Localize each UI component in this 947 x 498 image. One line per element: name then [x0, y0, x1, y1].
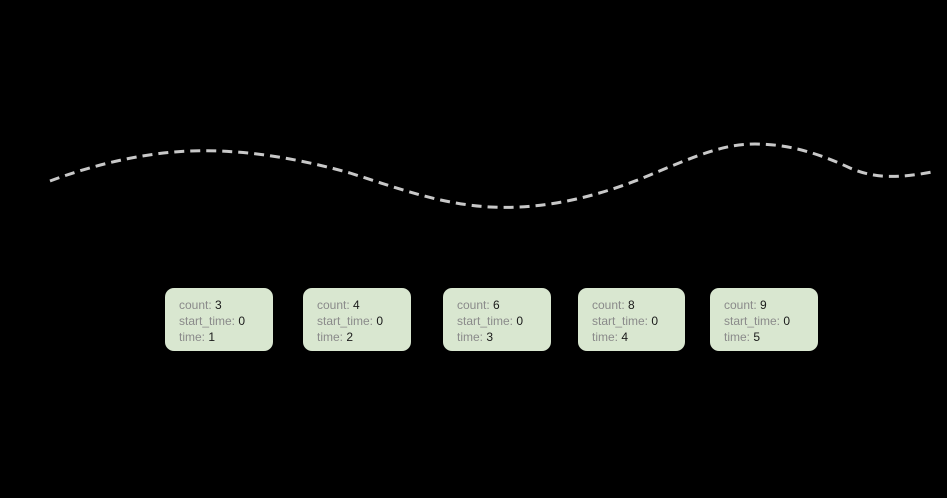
node-field-key: count:: [317, 298, 350, 312]
node-field-key: time:: [317, 330, 344, 344]
node-field-key: start_time:: [724, 314, 781, 328]
node-field-row: start_time: 0: [724, 313, 818, 329]
node-field-value: 5: [750, 330, 761, 344]
node-field-row: count: 9: [724, 297, 818, 313]
node-field-key: count:: [457, 298, 490, 312]
node-field-key: start_time:: [592, 314, 649, 328]
node-field-value: 0: [780, 314, 791, 328]
node-field-key: start_time:: [457, 314, 514, 328]
node-field-row: time: 4: [592, 329, 685, 345]
node-field-value: 4: [349, 298, 360, 312]
node-field-value: 4: [618, 330, 629, 344]
node-field-value: 0: [648, 314, 659, 328]
node-field-row: count: 6: [457, 297, 551, 313]
node-field-key: count:: [592, 298, 625, 312]
node-field-value: 1: [205, 330, 216, 344]
node-field-value: 6: [489, 298, 500, 312]
node-field-value: 8: [624, 298, 635, 312]
node-field-value: 0: [373, 314, 384, 328]
node-field-row: time: 1: [179, 329, 273, 345]
node-field-row: count: 8: [592, 297, 685, 313]
node-field-value: 2: [343, 330, 354, 344]
node-field-row: time: 3: [457, 329, 551, 345]
node-field-value: 0: [235, 314, 246, 328]
node-field-value: 3: [483, 330, 494, 344]
node-field-row: start_time: 0: [592, 313, 685, 329]
node-field-value: 3: [211, 298, 222, 312]
node-field-key: time:: [179, 330, 206, 344]
node-field-key: time:: [592, 330, 619, 344]
node-field-key: count:: [179, 298, 212, 312]
node-field-row: count: 4: [317, 297, 411, 313]
node-field-row: time: 5: [724, 329, 818, 345]
wave-path: [49, 142, 933, 209]
node-field-key: start_time:: [317, 314, 374, 328]
node-field-row: count: 3: [179, 297, 273, 313]
node-field-row: start_time: 0: [179, 313, 273, 329]
node-field-row: start_time: 0: [457, 313, 551, 329]
node-field-row: start_time: 0: [317, 313, 411, 329]
node-field-row: time: 2: [317, 329, 411, 345]
node-field-key: count:: [724, 298, 757, 312]
node-field-key: time:: [724, 330, 751, 344]
node-field-value: 9: [756, 298, 767, 312]
node-field-key: time:: [457, 330, 484, 344]
node-field-key: start_time:: [179, 314, 236, 328]
node-field-value: 0: [513, 314, 524, 328]
